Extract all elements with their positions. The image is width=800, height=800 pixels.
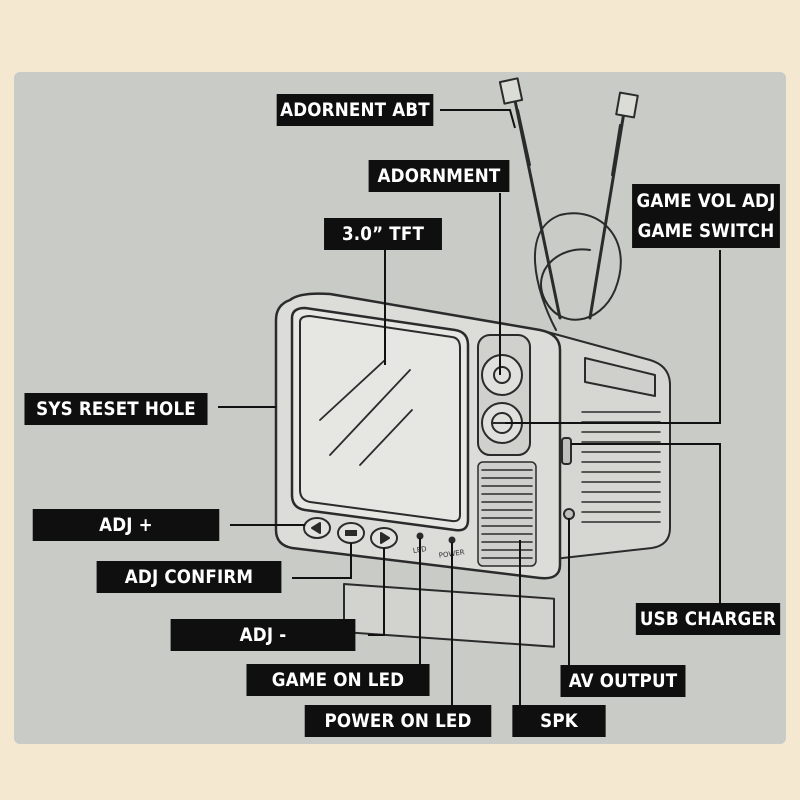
- adj-minus-button: [370, 527, 398, 549]
- usb-port: [561, 437, 572, 465]
- label-power-on-led: POWER ON LED: [304, 705, 492, 737]
- label-sys-reset-hole: SYS RESET HOLE: [24, 393, 208, 425]
- av-port: [563, 508, 575, 520]
- label-game-vol-switch: GAME VOL ADJ GAME SWITCH: [632, 184, 780, 248]
- label-tft: 3.0” TFT: [324, 218, 442, 250]
- label-game-switch: GAME SWITCH: [637, 220, 775, 242]
- adj-confirm-button: [337, 522, 365, 544]
- antenna-loop: [533, 212, 622, 331]
- speaker-grille: [477, 461, 537, 567]
- leader-lines: [218, 109, 721, 716]
- antenna-left: [498, 77, 562, 320]
- tft-screen: [290, 306, 470, 532]
- game-led-dot: [416, 532, 424, 540]
- label-adj-minus: ADJ -: [170, 619, 356, 651]
- label-av-output: AV OUTPUT: [560, 665, 686, 697]
- label-adornent-abt: ADORNENT ABT: [276, 94, 434, 126]
- label-spk: SPK: [512, 705, 606, 737]
- power-led-dot: [448, 536, 456, 544]
- label-usb-charger: USB CHARGER: [635, 603, 781, 635]
- label-adj-plus: ADJ +: [32, 509, 220, 541]
- label-game-on-led: GAME ON LED: [246, 664, 430, 696]
- adj-plus-button: [303, 517, 331, 539]
- label-adj-confirm: ADJ CONFIRM: [96, 561, 282, 593]
- label-game-vol-adj: GAME VOL ADJ: [636, 190, 776, 212]
- antenna-right: [588, 91, 639, 320]
- label-adornment: ADORNMENT: [368, 160, 510, 192]
